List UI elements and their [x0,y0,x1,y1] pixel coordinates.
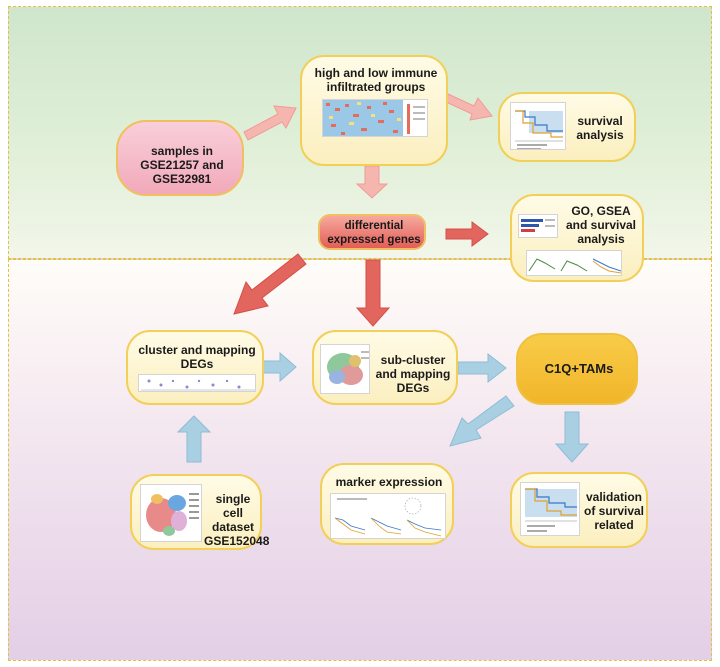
immune-groups-node: high and low immune infiltrated groups [300,55,448,166]
arrow-c1q-to-marker [449,395,515,447]
gsea-curves-thumbnail [526,250,622,276]
arrow-samples-to-groups [243,105,297,141]
validation-label: validation of survival related [583,490,645,532]
single-cell-label: single cell dataset GSE152048 [204,492,270,548]
arrow-degs-to-subcluster [355,259,391,327]
marker-plots-thumbnail [330,493,446,539]
arrow-groups-to-degs [355,165,389,199]
arrow-cluster-to-subcluster [261,351,297,383]
go-bar-thumbnail [518,214,558,238]
validation-node: validation of survival related [510,472,648,548]
arrow-degs-to-cluster [233,253,307,315]
c1q-tams-label: C1Q+TAMs [544,361,614,376]
cluster-mapping-node: cluster and mapping DEGs [126,330,264,405]
cluster-mapping-label: cluster and mapping DEGs [138,343,256,371]
bottom-panel [8,259,712,661]
samples-label: samples in GSE21257 and GSE32981 [140,144,224,186]
immune-groups-label: high and low immune infiltrated groups [314,66,438,94]
degs-node: differential expressed genes [318,214,426,250]
arrow-degs-to-go [445,221,489,247]
degs-label: differential expressed genes [327,220,421,246]
validation-km-thumbnail [520,482,580,536]
tsne-thumbnail [140,484,202,542]
go-gsea-node: GO, GSEA and survival analysis [510,194,644,282]
c1q-tams-node: C1Q+TAMs [516,333,638,405]
heatmap-thumbnail [322,99,428,137]
subcluster-label: sub-cluster and mapping DEGs [375,353,451,395]
single-cell-node: single cell dataset GSE152048 [130,474,270,550]
survival-plot-thumbnail [510,102,566,150]
go-gsea-label: GO, GSEA and survival analysis [565,204,637,246]
dotplot-thumbnail [138,374,256,392]
marker-expression-label: marker expression [335,475,443,489]
arrow-c1q-to-validation [554,411,590,463]
arrow-groups-to-survival [445,93,493,121]
subcluster-node: sub-cluster and mapping DEGs [312,330,458,405]
marker-expression-node: marker expression [320,463,454,545]
arrow-subcluster-to-c1q [457,352,507,384]
arrow-singlecell-to-cluster [176,415,212,463]
survival-label: survival analysis [576,114,624,142]
survival-node: survival analysis [498,92,636,162]
samples-node: samples in GSE21257 and GSE32981 [116,120,244,196]
umap-thumbnail [320,344,370,394]
